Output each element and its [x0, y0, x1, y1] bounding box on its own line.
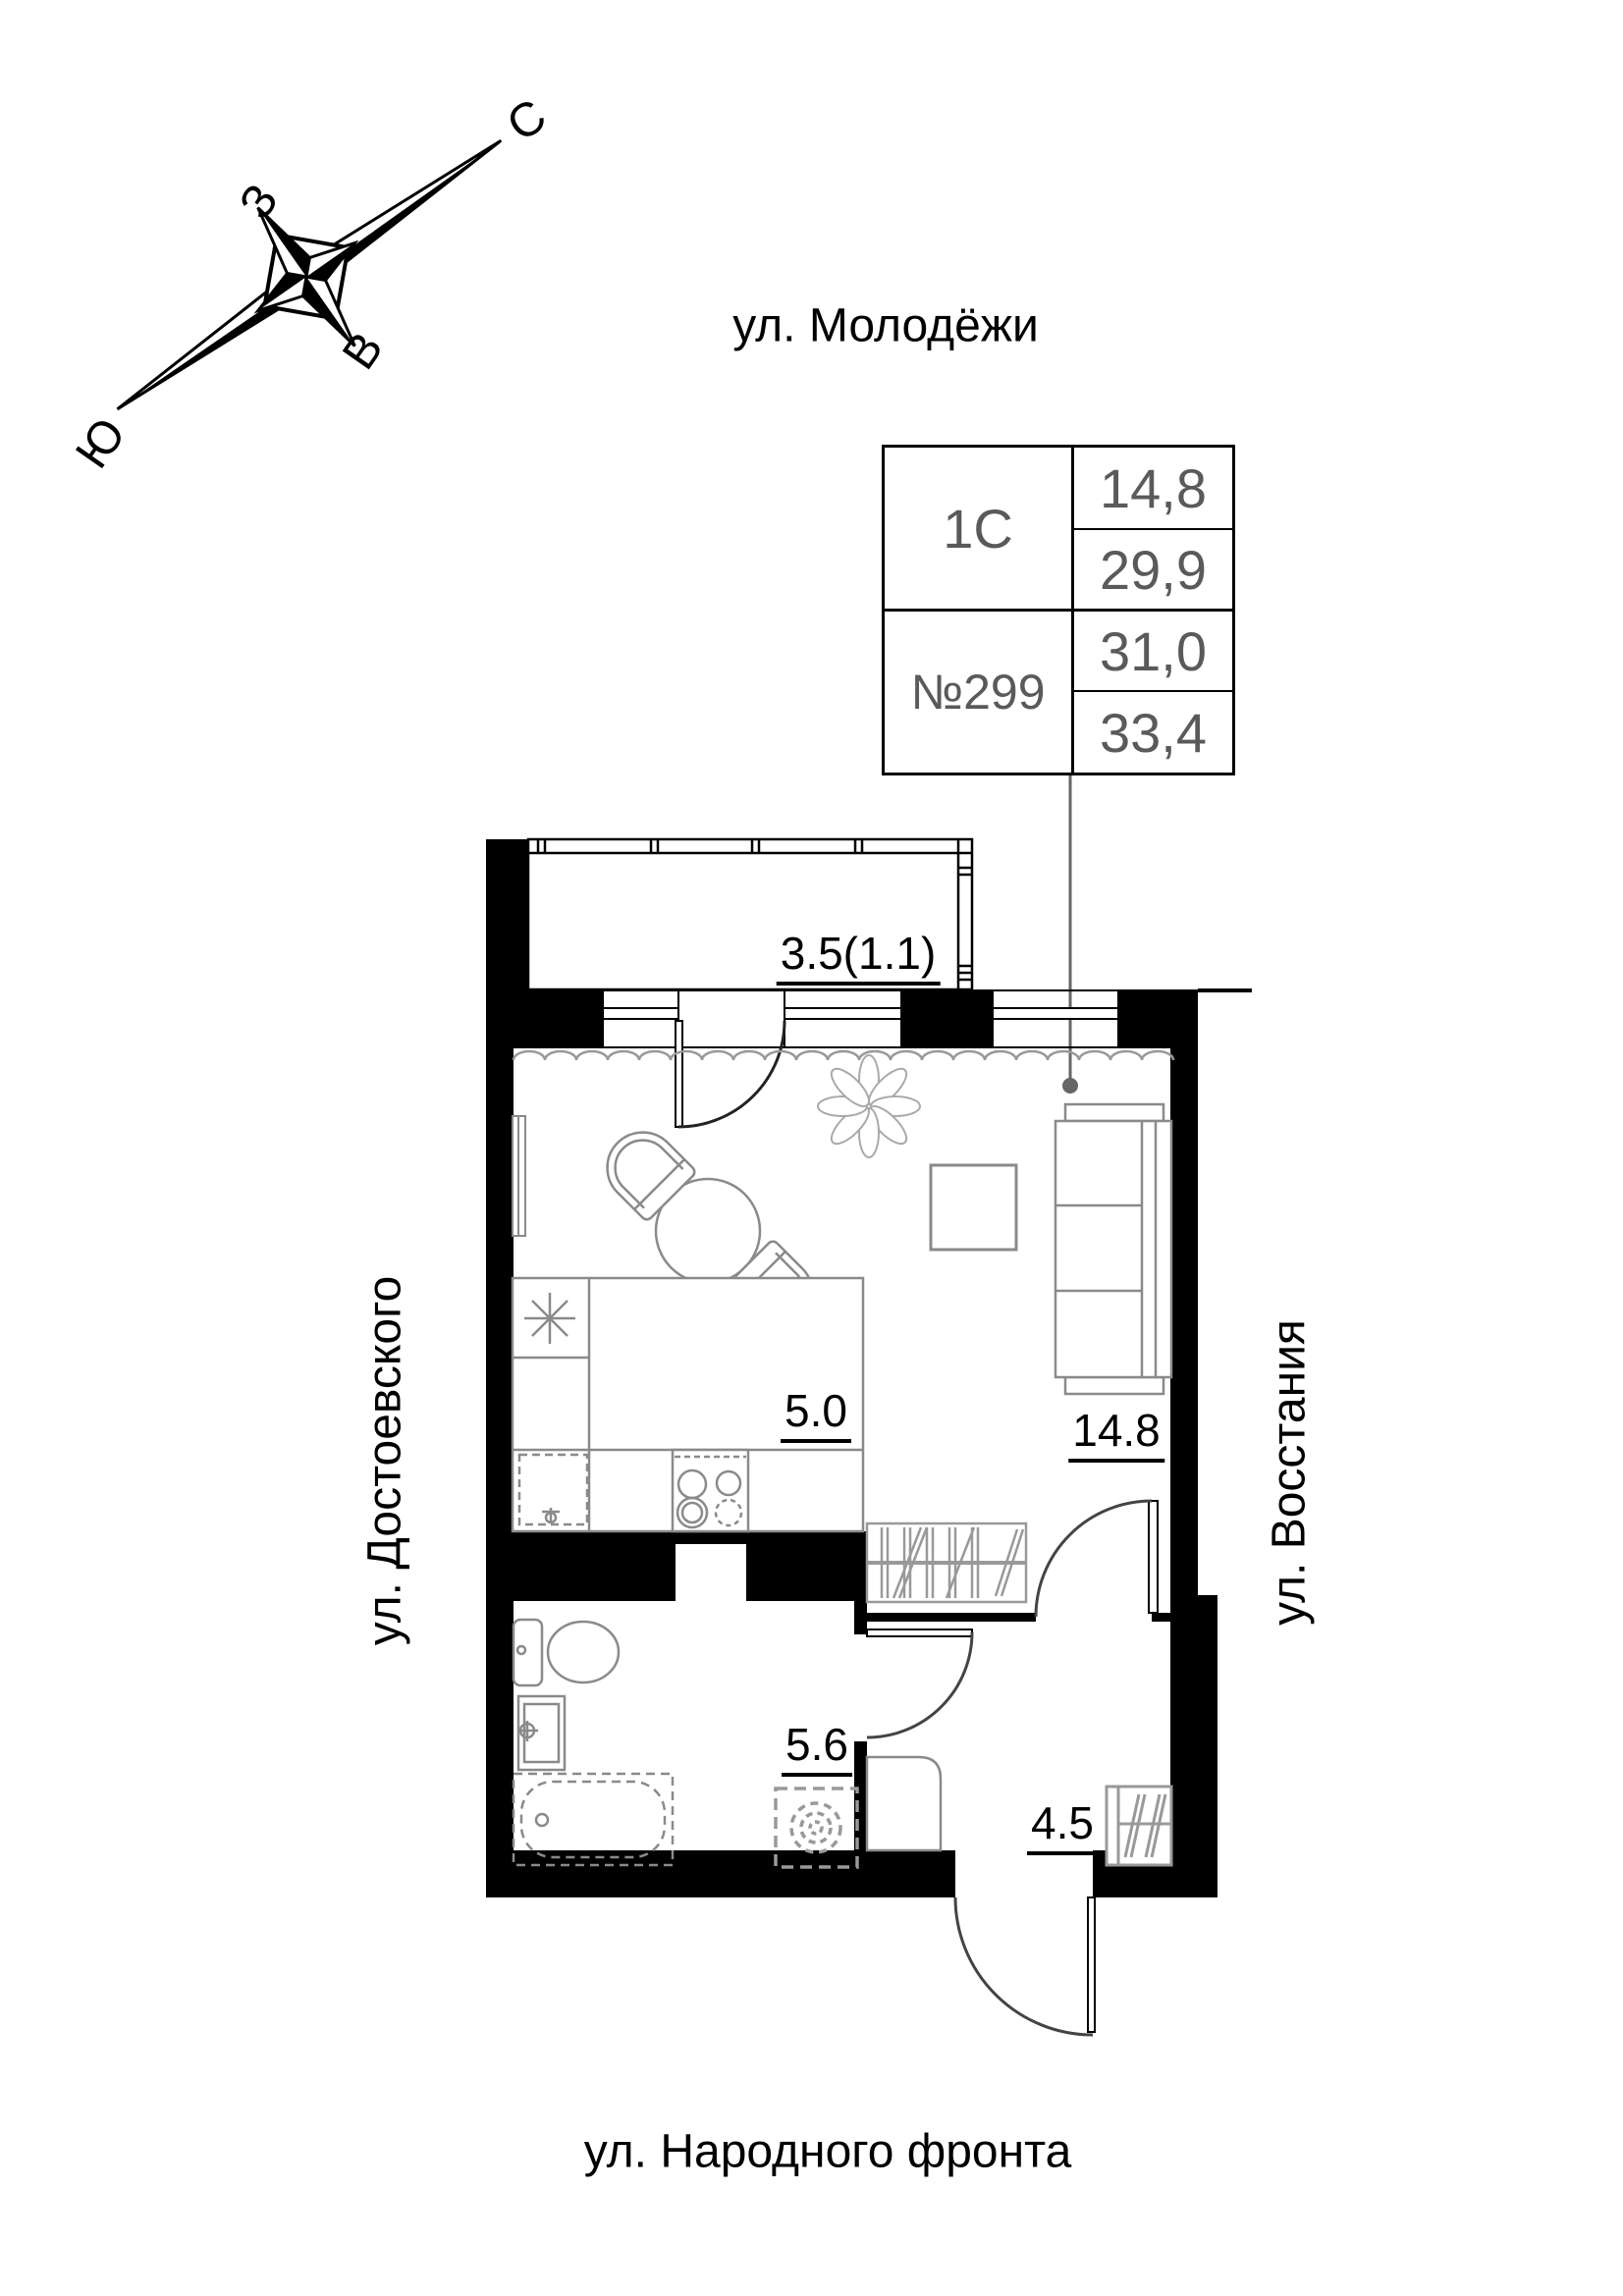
bathtub [512, 1772, 675, 1867]
side-table [929, 1163, 1018, 1252]
hall-cabinet [865, 1755, 943, 1852]
compass-west-label: З [230, 175, 289, 228]
kitchen-area-label: 5.0 [781, 1384, 851, 1443]
hall-area-label: 4.5 [1027, 1796, 1098, 1855]
unit-type: 1С [943, 497, 1013, 560]
walls [486, 839, 1252, 1897]
balcony-mullions [536, 839, 972, 982]
card-divider-horizontal [885, 609, 1232, 612]
compass-north-label: С [498, 89, 556, 151]
card-subdivider [1074, 690, 1232, 692]
compass-rose-icon: С З В Ю [66, 89, 556, 478]
compass-south-label: Ю [66, 409, 135, 478]
washing-machine [774, 1787, 859, 1869]
street-label-top: ул. Молодёжи [732, 299, 1039, 352]
balcony-area-label: 3.5(1.1) [776, 927, 941, 986]
toilet [512, 1618, 621, 1687]
balcony-glazing [526, 837, 974, 991]
street-label-right: ул. Восстания [1263, 1319, 1316, 1626]
unit-info-card: 1С №299 14,8 29,9 31,0 33,4 [882, 445, 1235, 775]
curtain-wave [512, 1049, 1175, 1061]
wardrobe-hangers [865, 1522, 1028, 1604]
street-label-bottom: ул. Народного фронта [583, 2125, 1072, 2178]
kitchen-sink [517, 1453, 589, 1526]
shoe-closet [1105, 1785, 1173, 1867]
radiator [512, 1115, 526, 1237]
living-hall-door [1034, 1499, 1159, 1618]
stove [671, 1448, 750, 1533]
unit-area-no-balcony: 29,9 [1100, 538, 1207, 601]
unit-area-reduced: 31,0 [1100, 619, 1207, 682]
chair [606, 1131, 696, 1221]
street-label-left: ул. Достоевского [358, 1275, 411, 1646]
sofa [1054, 1102, 1173, 1396]
unit-area-total: 33,4 [1100, 701, 1207, 764]
bathroom-area-label: 5.6 [782, 1718, 852, 1777]
bathroom-door [866, 1629, 974, 1739]
living-area-label: 14.8 [1068, 1404, 1164, 1463]
balcony-door [675, 1020, 786, 1129]
plant [817, 1054, 921, 1158]
entrance-door [953, 1896, 1096, 2037]
fridge-symbol [524, 1293, 575, 1344]
bathroom-sink [516, 1694, 567, 1772]
unit-leader-line [1062, 774, 1078, 1094]
unit-area-living: 14,8 [1100, 456, 1207, 519]
unit-number: №299 [910, 665, 1046, 720]
card-subdivider [1074, 528, 1232, 530]
